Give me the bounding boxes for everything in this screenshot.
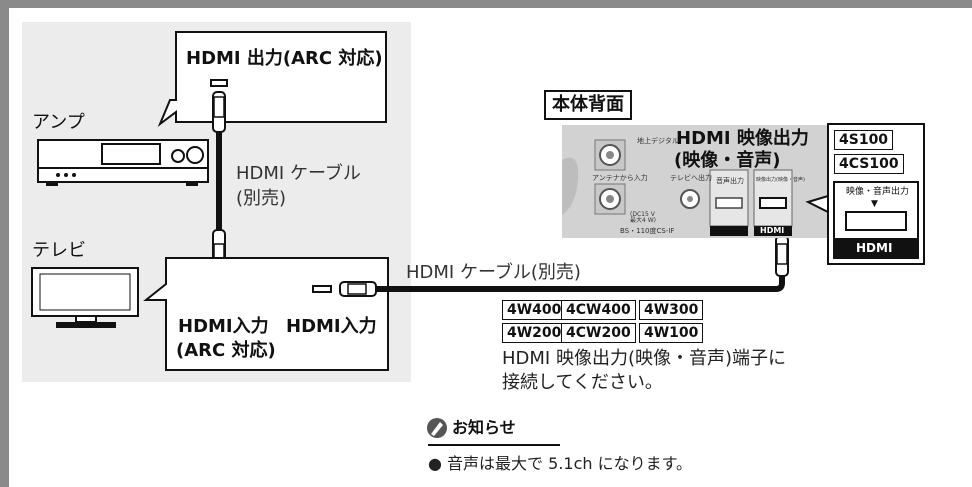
tv-illustration — [31, 267, 139, 328]
amp-label: アンプ — [32, 112, 85, 133]
tv-hdmi-in-arc-line2: (ARC 対応) — [176, 340, 276, 361]
video-out-line1: HDMI 映像出力 — [676, 128, 809, 149]
cable1-label-line1: HDMI ケーブル — [236, 163, 361, 184]
model-badge-right-2: 4CS100 — [834, 154, 904, 174]
panel-terrestrial-label: 地上デジタル — [637, 137, 679, 145]
panel-tv-out-label: テレビへ出力 — [670, 174, 712, 182]
model-badge-bottom-1: 4W400 — [502, 300, 567, 320]
model-badge-bottom-2: 4CW400 — [561, 300, 636, 320]
panel-dc-rating-label: (DC15 V 最大4 W) — [630, 211, 656, 224]
model-badge-right-1: 4S100 — [834, 130, 894, 150]
unit-back-label: 本体背面 — [544, 90, 632, 120]
panel-antenna-in-label: アンテナから入力 — [592, 174, 648, 182]
frame-top-border — [0, 0, 972, 8]
model-badge-bottom-6: 4W100 — [639, 323, 704, 343]
hdmi-cable-tv-recorder — [312, 235, 789, 297]
inset-label: 映像・音声出力 — [846, 187, 910, 197]
tv-hdmi-in-label: HDMI入力 — [286, 316, 377, 337]
panel-hdmi-logo: HDMI — [760, 226, 785, 235]
connect-instruction-line2: 接続してください。 — [502, 372, 663, 393]
cable1-label-line2: (別売) — [236, 188, 287, 209]
inset-arrow-icon: ▼ — [871, 199, 878, 209]
panel-bs-cs-label: BS・110度CS-IF — [620, 227, 675, 235]
amp-hdmi-out-callout — [157, 31, 387, 127]
inset-hdmi-logo: HDMI — [856, 241, 893, 255]
recorder-rear-panel — [562, 125, 832, 238]
amp-hdmi-out-label: HDMI 出力(ARC 対応) — [186, 48, 383, 69]
amplifier-illustration — [37, 139, 209, 186]
tv-label: テレビ — [32, 240, 86, 261]
panel-audio-out-label: 音声出力 — [716, 177, 744, 185]
cable2-label: HDMI ケーブル(別売) — [406, 262, 581, 283]
model-badge-bottom-4: 4W200 — [502, 323, 567, 343]
connect-instruction-line1: HDMI 映像出力(映像・音声)端子に — [502, 348, 786, 369]
model-badge-bottom-3: 4W300 — [639, 300, 704, 320]
note-heading: お知らせ — [452, 418, 516, 437]
model-badge-bottom-5: 4CW200 — [561, 323, 636, 343]
panel-video-audio-out-label: 映像出力(映像・音声) — [756, 177, 805, 183]
video-out-line2: (映像・音声) — [674, 150, 781, 171]
frame-left-border — [0, 0, 9, 487]
note-bullet: ● 音声は最大で 5.1ch になります。 — [428, 454, 693, 473]
tv-hdmi-in-arc-line1: HDMI入力 — [178, 316, 269, 337]
note-icon — [427, 418, 447, 438]
